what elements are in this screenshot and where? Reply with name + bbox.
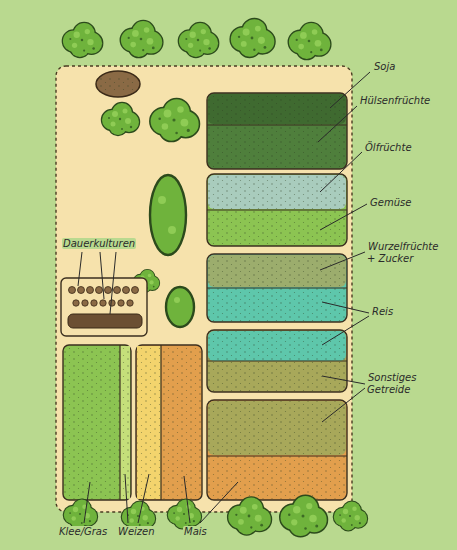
field-label: Reis: [371, 306, 431, 318]
field-label: Wurzelfrüchte + Zucker: [367, 241, 449, 265]
label-text: Dauerkulturen: [62, 238, 136, 249]
label-text: Mais: [183, 526, 208, 537]
field-label: Sonstiges Getreide: [367, 372, 447, 396]
label-text: Wurzelfrüchte + Zucker: [367, 241, 438, 264]
label-text: Hülsenfrüchte: [359, 95, 431, 106]
leader-lines: [78, 72, 370, 523]
field-label: Weizen: [117, 526, 177, 538]
field-label: Hülsenfrüchte: [359, 95, 449, 107]
field-label: Gemüse: [369, 197, 449, 209]
field-label: Dauerkulturen: [62, 238, 162, 250]
label-text: Reis: [371, 306, 394, 317]
field-label: Klee/Gras: [58, 526, 118, 538]
label-text: Weizen: [117, 526, 156, 537]
field-label: Ölfrüchte: [364, 142, 444, 154]
field-label: Mais: [183, 526, 233, 538]
label-text: Soja: [373, 61, 396, 72]
label-text: Klee/Gras: [58, 526, 108, 537]
label-text: Gemüse: [369, 197, 412, 208]
label-text: Sonstiges Getreide: [367, 372, 416, 395]
field-label: Soja: [373, 61, 433, 73]
label-text: Ölfrüchte: [364, 142, 413, 153]
